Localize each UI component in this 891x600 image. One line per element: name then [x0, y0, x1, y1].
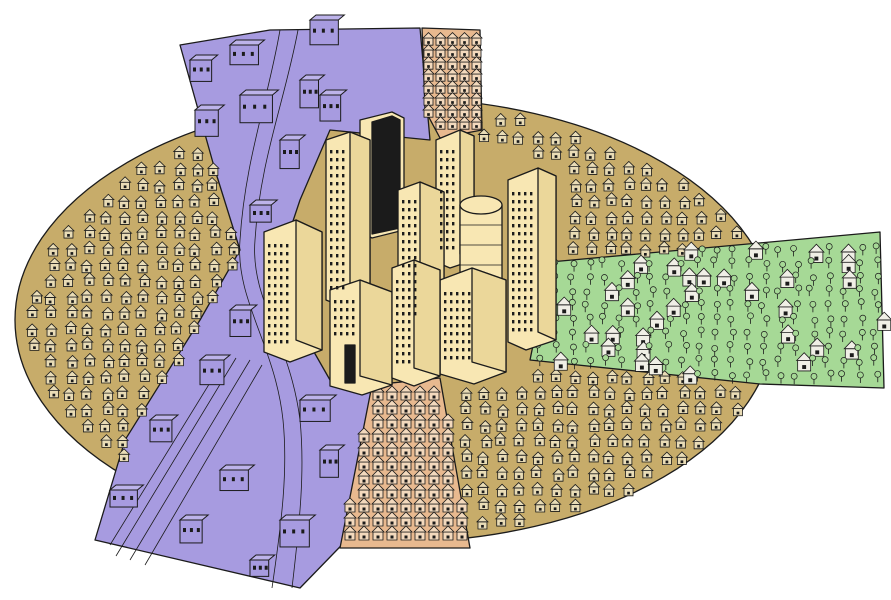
skyscraper-icon — [440, 268, 506, 384]
skyscraper-icon — [392, 260, 440, 386]
skyscraper-icon — [264, 220, 322, 362]
skyscraper-icon — [330, 280, 392, 395]
factory-icon — [240, 90, 278, 123]
